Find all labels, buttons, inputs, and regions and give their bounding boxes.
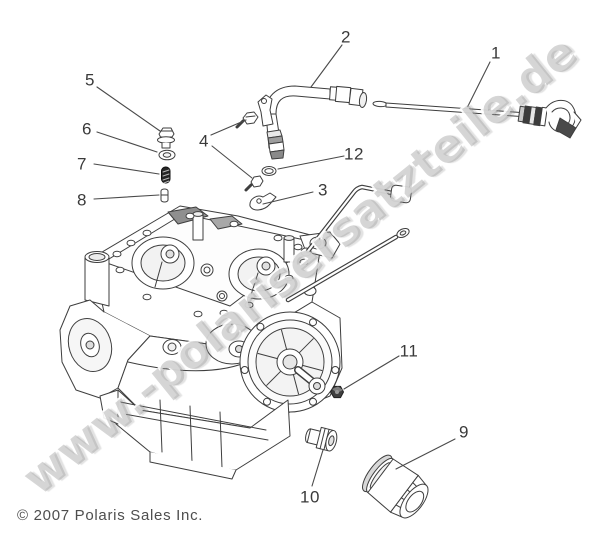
callout-7: 7 <box>77 154 87 174</box>
spring <box>161 166 171 184</box>
callout-9: 9 <box>459 422 469 442</box>
callout-1: 1 <box>491 43 501 63</box>
mounting-bolt-lower <box>244 175 264 192</box>
pin <box>160 188 169 203</box>
oil-filter <box>362 454 429 519</box>
spark-plug-wire <box>257 85 368 160</box>
callout-4: 4 <box>199 131 209 151</box>
copyright-text: © 2007 Polaris Sales Inc. <box>17 507 204 524</box>
leader-line-10 <box>311 449 324 487</box>
callout-8: 8 <box>77 190 87 210</box>
mounting-bolt-upper <box>235 111 259 129</box>
leader-line-8 <box>93 194 160 200</box>
callout-12: 12 <box>344 144 364 164</box>
callout-3: 3 <box>318 180 328 200</box>
leader-line-2 <box>310 44 343 88</box>
leader-line-9 <box>395 438 456 470</box>
callout-11: 11 <box>399 341 419 361</box>
wire-harness <box>285 184 412 303</box>
o-ring <box>261 166 277 176</box>
callout-5: 5 <box>85 70 95 90</box>
callout-6: 6 <box>82 119 92 139</box>
plug-screw <box>157 127 175 149</box>
leader-line-1 <box>466 61 491 109</box>
flywheel-housing <box>239 311 341 413</box>
leader-line-3 <box>262 191 314 205</box>
washer <box>158 149 176 161</box>
leader-line-6 <box>96 131 158 153</box>
nut <box>330 385 344 399</box>
leader-line-4 <box>210 119 247 136</box>
clamp <box>249 192 277 211</box>
oil-dipstick <box>372 99 582 139</box>
oil-fitting <box>305 426 338 452</box>
oil-pan <box>99 389 291 480</box>
leader-line-12 <box>277 155 345 170</box>
leader-line-11 <box>343 355 400 390</box>
leader-lines <box>93 44 491 487</box>
leader-line-5 <box>96 86 161 132</box>
callout-2: 2 <box>341 27 351 47</box>
leader-line-7 <box>93 163 160 175</box>
leader-line-4 <box>211 145 253 179</box>
callout-10: 10 <box>300 487 320 507</box>
